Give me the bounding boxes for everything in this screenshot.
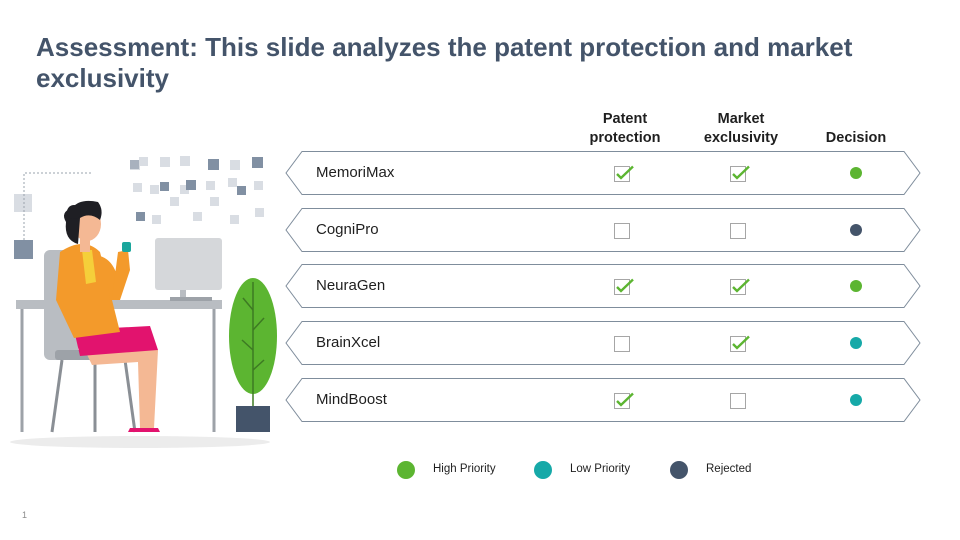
legend-label: High Priority bbox=[433, 463, 496, 475]
dashed-frame bbox=[23, 172, 92, 240]
decorative-squares bbox=[14, 156, 264, 259]
checkbox-checked-icon bbox=[614, 278, 634, 295]
column-header-market: Market exclusivity bbox=[703, 111, 779, 146]
legend-label: Rejected bbox=[706, 463, 752, 475]
woman-figure bbox=[56, 200, 160, 432]
table-row: NeuraGen bbox=[285, 264, 921, 308]
monitor bbox=[155, 238, 222, 301]
legend-label: Low Priority bbox=[570, 463, 631, 475]
row-label: BrainXcel bbox=[316, 334, 381, 351]
checkbox-empty-icon bbox=[614, 222, 630, 239]
row-label: MemoriMax bbox=[316, 164, 395, 181]
floor-shadow bbox=[10, 436, 270, 448]
legend-dot bbox=[397, 461, 415, 479]
desk bbox=[16, 300, 222, 432]
row-chevron-shape bbox=[285, 264, 921, 308]
page-number: 1 bbox=[22, 510, 28, 520]
checkbox-checked-icon bbox=[614, 165, 634, 182]
row-chevron-shape bbox=[285, 208, 921, 252]
row-chevron-shape bbox=[285, 378, 921, 422]
checkbox-checked-icon bbox=[730, 335, 750, 352]
slide-title: Assessment: This slide analyzes the pate… bbox=[36, 32, 853, 93]
row-label: NeuraGen bbox=[316, 277, 386, 294]
table-row: MemoriMax bbox=[285, 151, 921, 195]
table-row: MindBoost bbox=[285, 378, 921, 422]
row-chevron-shape bbox=[285, 151, 921, 195]
row-label: MindBoost bbox=[316, 391, 387, 408]
legend-dot bbox=[670, 461, 688, 479]
decision-status-dot bbox=[850, 337, 862, 349]
decision-status-dot bbox=[850, 280, 862, 292]
potted-plant bbox=[229, 278, 277, 432]
row-label: CogniPro bbox=[316, 221, 379, 238]
column-header-decision: Decision bbox=[825, 130, 887, 146]
table-row: CogniPro bbox=[285, 208, 921, 252]
checkbox-checked-icon bbox=[730, 165, 750, 182]
woman-at-desk-illustration bbox=[10, 156, 277, 448]
row-chevron-shape bbox=[285, 321, 921, 365]
decision-status-dot bbox=[850, 224, 862, 236]
checkbox-checked-icon bbox=[730, 278, 750, 295]
decision-status-dot bbox=[850, 394, 862, 406]
decision-status-dot bbox=[850, 167, 862, 179]
checkbox-checked-icon bbox=[614, 392, 634, 409]
checkbox-empty-icon bbox=[614, 335, 630, 352]
legend-dot bbox=[534, 461, 552, 479]
checkbox-empty-icon bbox=[730, 222, 746, 239]
table-row: BrainXcel bbox=[285, 321, 921, 365]
column-header-patent: Patent protection bbox=[589, 111, 661, 146]
checkbox-empty-icon bbox=[730, 392, 746, 409]
